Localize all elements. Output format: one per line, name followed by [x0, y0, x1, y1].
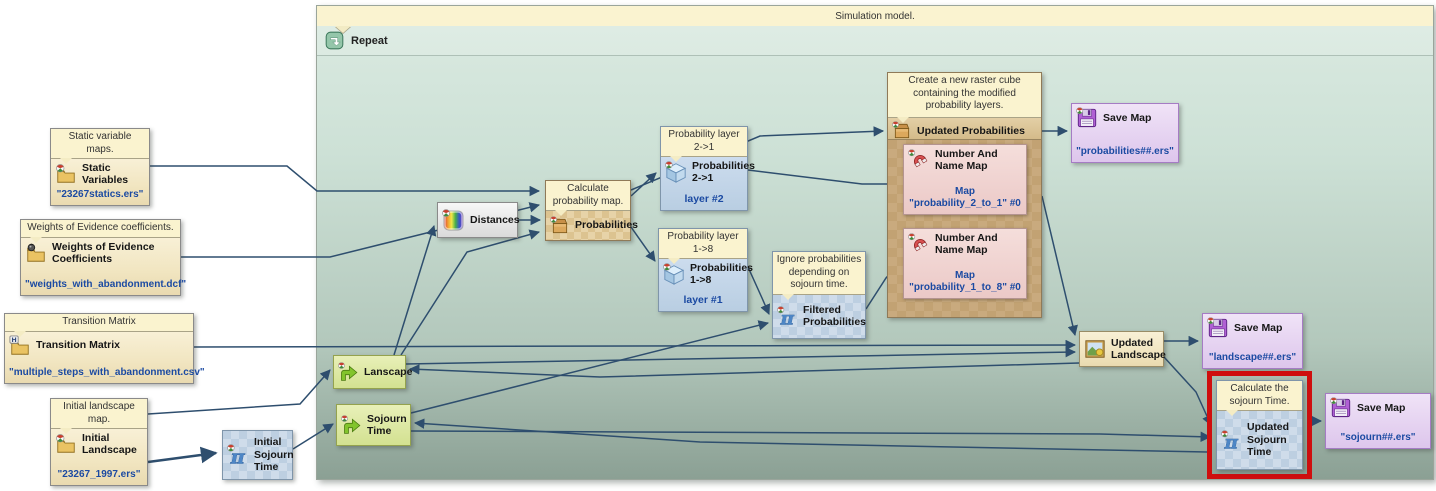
- folder-map-icon: [55, 433, 77, 455]
- simulation-model-title: Simulation model.: [317, 6, 1433, 27]
- floppy-disk-icon: [1330, 397, 1352, 419]
- floppy-disk-icon: [1207, 317, 1229, 339]
- node-value: Map "probability_2_to_1" #0: [909, 186, 1021, 209]
- node-name-map-2-1[interactable]: Number And Name Map Map "probability_2_t…: [903, 144, 1027, 215]
- node-save-probabilities[interactable]: Save Map "probabilities##.ers": [1071, 103, 1179, 163]
- node-label: Probabilities 2->1: [692, 160, 756, 185]
- comment-weights-of-evidence: Weights of Evidence coefficients.: [21, 220, 180, 242]
- node-lanscape-mux[interactable]: Lanscape: [333, 355, 412, 389]
- comment-static-variable-maps: Static variable maps.: [51, 129, 149, 164]
- magnet-icon: [908, 233, 930, 255]
- node-label: Static Variables: [82, 162, 129, 187]
- node-value: "23267statics.ers": [56, 189, 144, 200]
- node-label: Lanscape: [364, 365, 413, 378]
- node-updated-landscape[interactable]: Updated Landscape: [1079, 331, 1166, 367]
- container-notch: [335, 26, 351, 33]
- node-label: Weights of Evidence Coefficients: [52, 240, 155, 265]
- cube-icon: [663, 263, 685, 285]
- rainbow-cube-icon: [442, 209, 465, 232]
- pi-icon: [1221, 430, 1242, 451]
- node-weights-of-evidence[interactable]: Weights of Evidence coefficients. Weight…: [20, 219, 187, 296]
- node-probability-layer-1-8[interactable]: Probability layer 1->8 Probabilities 1->…: [658, 228, 753, 312]
- node-value: Map "probability_1_to_8" #0: [909, 270, 1021, 293]
- node-label: Number And Name Map: [935, 232, 998, 257]
- floppy-disk-icon: [1076, 107, 1098, 129]
- comment-initial-landscape-map: Initial landscape map.: [51, 399, 147, 434]
- node-value: "weights_with_abandonment.dcf": [25, 279, 187, 290]
- node-label: Updated Probabilities: [917, 124, 1025, 137]
- node-probabilities[interactable]: Calculate probability map. Probabilities: [545, 180, 638, 241]
- group-updated-probabilities[interactable]: Create a new raster cube containing the …: [887, 72, 1042, 318]
- node-filtered-probabilities[interactable]: Ignore probabilities depending on sojour…: [772, 251, 866, 339]
- node-probability-layer-2-1[interactable]: Probability layer 2->1 Probabilities 2->…: [660, 126, 755, 211]
- node-value: "23267_1997.ers": [57, 469, 141, 480]
- magnet-icon: [908, 149, 930, 171]
- node-label: Probabilities 1->8: [690, 262, 754, 287]
- node-static-variables[interactable]: Static variable maps. Static Variables "…: [50, 128, 150, 206]
- open-box-icon: [550, 216, 570, 236]
- highlight-updated-sojourn-time: Calculate the sojourn Time. Updated Sojo…: [1207, 371, 1312, 479]
- node-initial-sojourn-time[interactable]: Initial Sojourn Time: [222, 430, 294, 480]
- node-label: Save Map: [1234, 321, 1283, 334]
- node-label: Save Map: [1357, 401, 1406, 414]
- folder-weights-icon: [25, 242, 47, 264]
- comment-calculate-sojourn-time: Calculate the sojourn Time.: [1217, 381, 1302, 416]
- node-value: "multiple_steps_with_abandonment.csv": [9, 367, 205, 378]
- node-label: Save Map: [1103, 111, 1152, 124]
- layer-tag: layer #1: [683, 294, 723, 306]
- comment-create-raster-cube: Create a new raster cube containing the …: [888, 73, 1041, 123]
- node-label: Filtered Probabilities: [803, 303, 867, 329]
- node-label: Updated Landscape: [1111, 336, 1166, 361]
- mux-arrow-icon: [341, 415, 362, 436]
- node-label: Distances: [470, 213, 520, 226]
- landscape-picture-icon: [1084, 338, 1106, 360]
- comment-ignore-probabilities: Ignore probabilities depending on sojour…: [773, 252, 865, 299]
- pi-icon: [777, 306, 798, 327]
- node-transition-matrix[interactable]: Transition Matrix Transition Matrix "mul…: [4, 313, 205, 384]
- folder-table-icon: [9, 335, 31, 357]
- node-sojourn-time-mux[interactable]: Sojourn Time: [336, 404, 411, 446]
- node-label: Sojourn Time: [367, 412, 407, 437]
- open-box-icon: [892, 121, 912, 141]
- node-value: "probabilities##.ers": [1076, 146, 1174, 157]
- node-label: Initial Landscape: [82, 432, 137, 457]
- node-value: "landscape##.ers": [1208, 352, 1297, 363]
- comment-transition-matrix: Transition Matrix: [5, 314, 193, 336]
- cube-icon: [665, 161, 687, 183]
- node-updated-sojourn-time[interactable]: Calculate the sojourn Time. Updated Sojo…: [1216, 380, 1303, 470]
- node-distances[interactable]: Distances: [437, 202, 520, 238]
- node-label: Updated Sojourn Time: [1247, 421, 1289, 459]
- comment-probability-layer-2-1: Probability layer 2->1: [661, 127, 747, 162]
- repeat-icon: [325, 31, 344, 50]
- node-save-landscape[interactable]: Save Map "landscape##.ers": [1202, 313, 1303, 369]
- repeat-header[interactable]: Repeat: [317, 26, 1433, 56]
- node-label: Number And Name Map: [935, 148, 998, 173]
- pi-icon: [227, 444, 249, 466]
- node-label: Initial Sojourn Time: [254, 436, 294, 474]
- repeat-label: Repeat: [351, 34, 388, 47]
- mux-arrow-icon: [338, 362, 359, 383]
- node-label: Probabilities: [575, 219, 639, 232]
- layer-tag: layer #2: [684, 193, 724, 205]
- comment-probability-layer-1-8: Probability layer 1->8: [659, 229, 747, 264]
- node-save-sojourn[interactable]: Save Map "sojourn##.ers": [1325, 393, 1431, 449]
- node-initial-landscape[interactable]: Initial landscape map. Initial Landscape…: [50, 398, 148, 486]
- node-label: Transition Matrix: [36, 339, 121, 352]
- comment-calculate-probability-map: Calculate probability map.: [546, 181, 630, 216]
- node-name-map-1-8[interactable]: Number And Name Map Map "probability_1_t…: [903, 228, 1027, 299]
- folder-map-icon: [55, 163, 77, 185]
- node-value: "sojourn##.ers": [1340, 432, 1416, 443]
